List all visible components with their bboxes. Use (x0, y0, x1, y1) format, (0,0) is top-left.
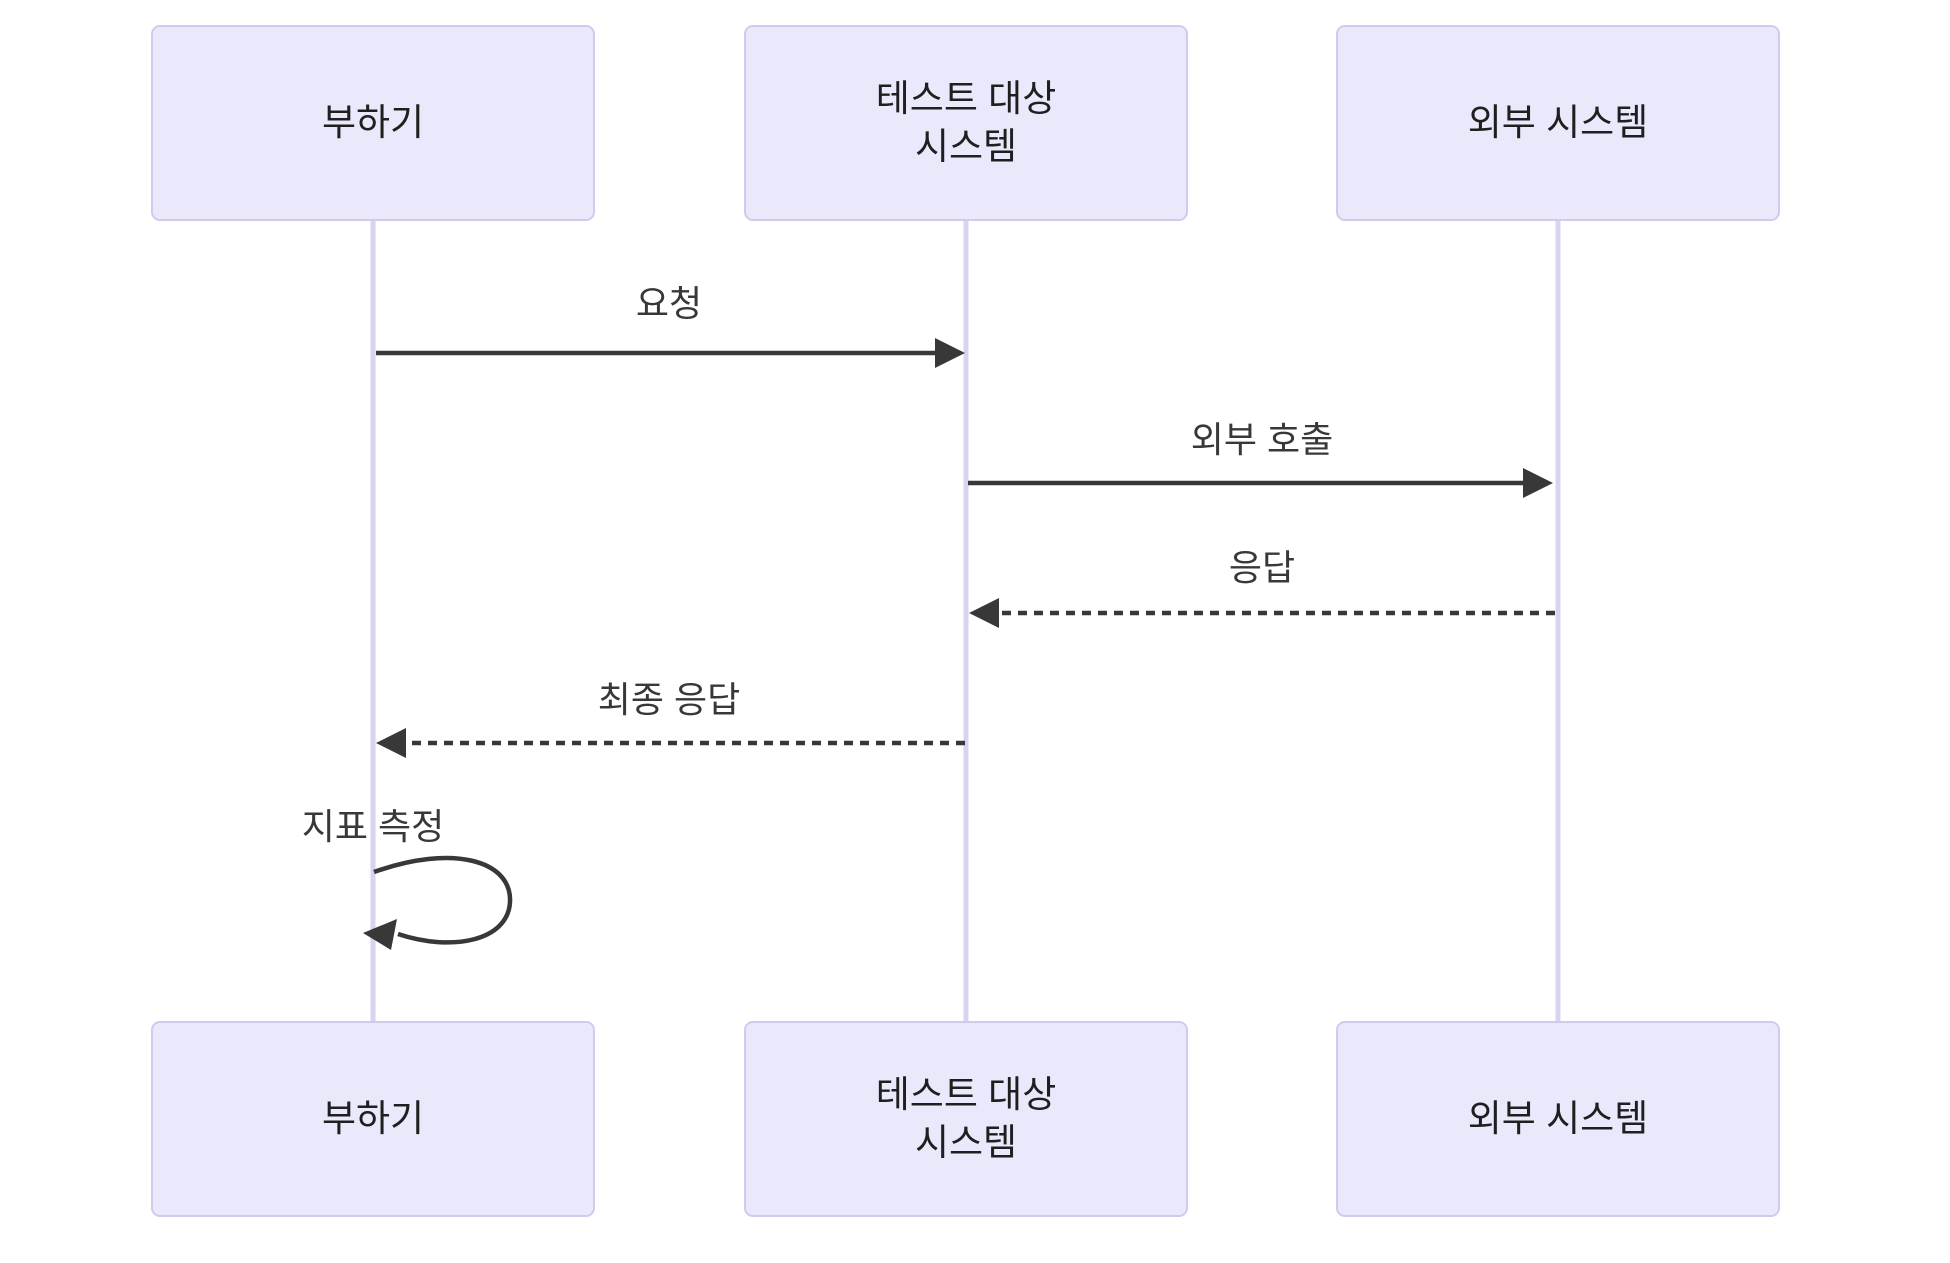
actor-label: 테스트 대상 (875, 1074, 1057, 1115)
actor-top-system-under-test: 테스트 대상 시스템 (744, 25, 1188, 221)
actor-bottom-load-generator: 부하기 (151, 1021, 595, 1217)
actor-label: 외부 시스템 (1467, 102, 1649, 143)
actor-label: 외부 시스템 (1467, 1098, 1649, 1139)
actor-bottom-external-system: 외부 시스템 (1336, 1021, 1780, 1217)
self-loop-metric-measurement (373, 855, 513, 945)
message-label-request: 요청 (635, 283, 703, 324)
message-label-final-response: 최종 응답 (597, 679, 741, 720)
message-label-external-call: 외부 호출 (1190, 419, 1334, 460)
arrowhead-external-call (1523, 468, 1553, 498)
arrowhead-request (935, 338, 965, 368)
actor-label-line2: 시스템 (914, 1122, 1018, 1163)
actor-label-line2: 시스템 (914, 126, 1018, 167)
arrowhead-final-response (376, 728, 406, 758)
actor-label: 테스트 대상 (875, 78, 1057, 119)
actor-bottom-system-under-test: 테스트 대상 시스템 (744, 1021, 1188, 1217)
actor-top-load-generator: 부하기 (151, 25, 595, 221)
actor-label: 부하기 (321, 102, 425, 143)
message-label-metric-measurement: 지표 측정 (301, 806, 445, 847)
message-label-response: 응답 (1228, 547, 1296, 588)
actor-top-external-system: 외부 시스템 (1336, 25, 1780, 221)
arrowhead-response (969, 598, 999, 628)
arrowhead-metric-measurement (363, 919, 397, 950)
actor-label: 부하기 (321, 1098, 425, 1139)
